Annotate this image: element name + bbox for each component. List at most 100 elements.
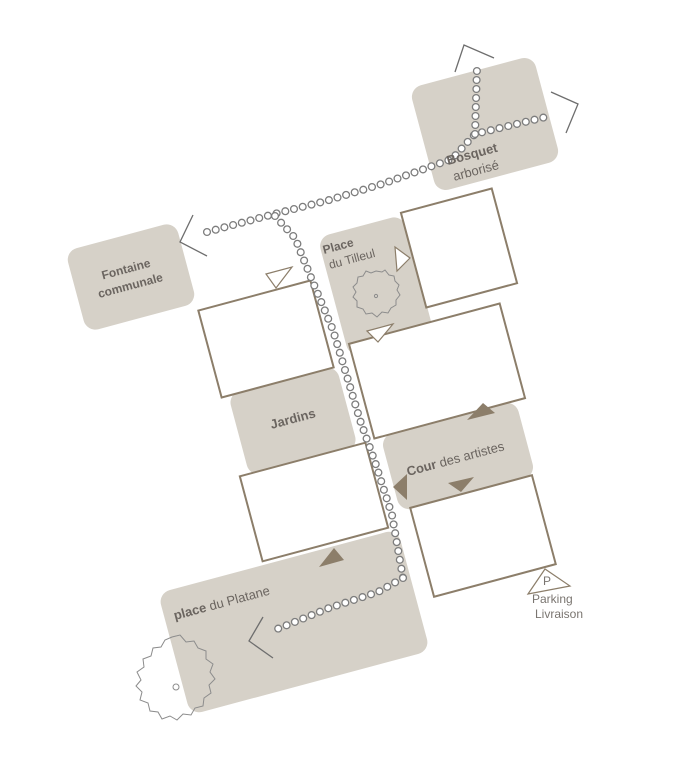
path-dot — [495, 124, 504, 133]
solid-triangle-icon — [393, 474, 407, 500]
path-dot — [317, 298, 326, 307]
path-dot — [277, 218, 286, 227]
path-dot — [356, 417, 365, 426]
path-dot — [293, 239, 302, 248]
tree-crown-icon — [135, 634, 216, 721]
building-block — [399, 187, 519, 309]
path-dot — [376, 180, 385, 189]
path-dot — [397, 564, 406, 573]
path-dot — [320, 306, 329, 315]
path-dot — [307, 611, 316, 620]
path-dot — [457, 144, 466, 153]
path-dot — [463, 137, 472, 146]
path-dot — [220, 223, 229, 232]
path-dot — [472, 93, 481, 103]
path-dot — [289, 231, 298, 241]
path-dot — [211, 225, 220, 234]
outline-triangle-icon — [394, 245, 411, 273]
path-dot — [368, 451, 377, 460]
path-dot — [444, 156, 453, 165]
path-dot — [290, 617, 299, 626]
path-dot — [391, 529, 400, 538]
path-dot — [341, 598, 350, 607]
path-dot — [349, 595, 358, 604]
path-dot — [393, 174, 402, 183]
path-dot — [398, 573, 408, 583]
path-dot — [377, 477, 386, 486]
solid-triangle-icon — [467, 403, 495, 420]
path-dot — [395, 555, 404, 564]
path-dot — [394, 546, 403, 556]
path-dot — [521, 117, 530, 126]
delivery-label: Livraison — [535, 607, 583, 621]
path-dot — [472, 66, 481, 76]
building-block — [409, 474, 557, 598]
solid-triangle-icon — [319, 548, 344, 567]
path-dot — [351, 400, 360, 409]
path-dot — [315, 607, 324, 616]
path-dot — [229, 220, 238, 230]
path-dot — [283, 225, 292, 234]
path-dot — [418, 165, 428, 174]
path-dot — [324, 314, 333, 323]
path-dot — [379, 485, 388, 494]
path-dot — [472, 84, 481, 94]
path-dot — [358, 593, 367, 602]
path-dot — [303, 264, 312, 273]
path-dot — [310, 281, 319, 290]
zone-fontaine[interactable] — [65, 222, 197, 333]
path-dot — [391, 578, 400, 587]
parking-symbol: P — [543, 574, 551, 588]
path-dot — [392, 538, 401, 547]
outline-triangle-icon — [365, 322, 395, 343]
path-dot — [385, 177, 394, 186]
path-dot — [375, 587, 384, 596]
path-dot — [338, 357, 347, 366]
path-dot — [300, 256, 309, 265]
path-dot — [255, 213, 264, 223]
path-dot — [435, 159, 444, 168]
path-dot — [486, 126, 495, 135]
path-dot — [472, 75, 481, 85]
path-dot — [410, 168, 419, 177]
path-dot — [335, 348, 344, 357]
path-dot — [342, 190, 351, 199]
building-block — [197, 279, 335, 399]
path-dot — [324, 604, 333, 613]
direction-chevron-icon — [454, 44, 495, 73]
path-dot — [282, 621, 291, 630]
zone-cour[interactable] — [380, 400, 535, 512]
path-dot — [362, 434, 371, 443]
outline-triangle-icon — [265, 265, 294, 290]
path-dot — [367, 182, 377, 192]
direction-chevron-icon — [179, 214, 208, 257]
path-dot — [471, 102, 480, 112]
path-dot — [471, 120, 480, 130]
path-dot — [298, 202, 307, 211]
path-dot — [504, 121, 513, 131]
path-dot — [306, 273, 315, 282]
path-dot — [263, 211, 272, 220]
path-dot — [299, 614, 308, 623]
path-dot — [359, 426, 368, 435]
path-dot — [427, 162, 436, 171]
path-dot — [374, 468, 383, 477]
path-dot — [389, 520, 398, 529]
direction-chevron-icon — [248, 616, 274, 659]
zone-tilleul[interactable] — [317, 215, 434, 358]
path-dot — [385, 502, 394, 511]
walking-path — [202, 66, 548, 633]
path-dot — [202, 227, 212, 237]
path-dot — [382, 494, 391, 503]
path-dot — [359, 185, 368, 194]
path-dot — [451, 151, 460, 160]
path-dot — [343, 374, 352, 383]
path-dot — [530, 115, 539, 124]
path-dot — [371, 460, 380, 469]
zone-jardins[interactable] — [228, 365, 358, 477]
path-dot — [366, 590, 376, 599]
path-dot — [246, 216, 255, 225]
path-dot — [270, 211, 280, 221]
tree-crown-icon — [352, 269, 401, 318]
